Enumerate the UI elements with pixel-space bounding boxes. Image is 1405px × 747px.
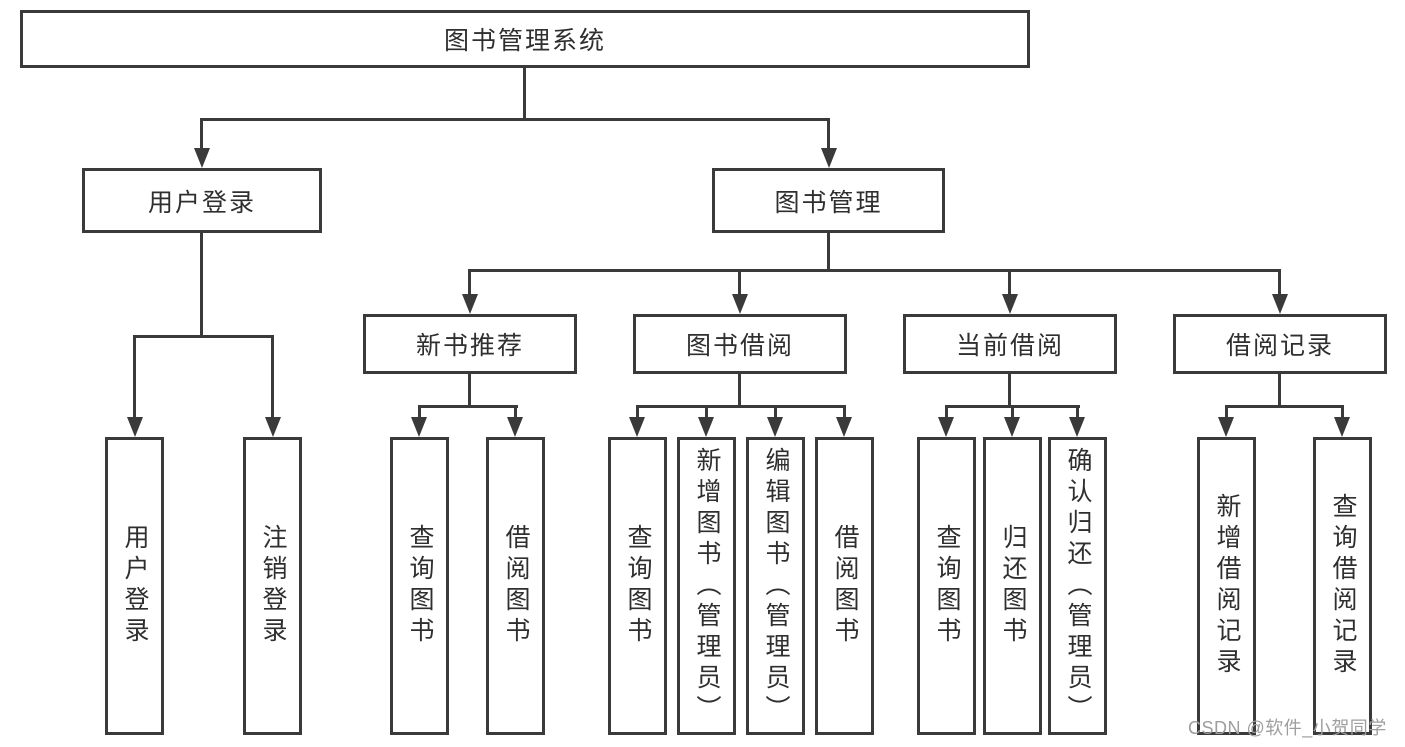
arrow-down-icon [507, 417, 523, 437]
connector-line [200, 118, 203, 150]
connector-line [1225, 405, 1344, 408]
connector-line [1278, 374, 1281, 408]
connector-line [774, 405, 777, 419]
leaf-query-books-borrow-label: 查询图书 [624, 524, 652, 648]
arrow-down-icon [411, 417, 427, 437]
connector-line [1341, 405, 1344, 419]
arrow-down-icon [732, 294, 748, 314]
arrow-down-icon [938, 417, 954, 437]
connector-line [523, 68, 526, 121]
leaf-borrow-books-recommend-label: 借阅图书 [502, 524, 530, 648]
connector-line [738, 269, 741, 296]
connector-line [827, 118, 830, 150]
connector-line [1225, 405, 1228, 419]
connector-line [705, 405, 708, 419]
arrow-down-icon [698, 417, 714, 437]
arrow-down-icon [1272, 294, 1288, 314]
node-user-login: 用户登录 [82, 168, 322, 233]
leaf-add-borrow-record-label: 新增借阅记录 [1213, 493, 1241, 679]
node-book-borrow: 图书借阅 [633, 314, 847, 374]
connector-line [1011, 405, 1014, 419]
connector-line [1278, 269, 1281, 296]
connector-line [200, 233, 203, 337]
leaf-borrow-books-recommend: 借阅图书 [486, 437, 545, 735]
arrow-down-icon [629, 417, 645, 437]
connector-line [827, 233, 830, 271]
leaf-confirm-return-admin-label: 确认归还（管理员） [1064, 446, 1092, 726]
connector-line [468, 374, 471, 408]
leaf-logout: 注销登录 [243, 437, 302, 735]
arrow-down-icon [767, 417, 783, 437]
node-new-book-recommend: 新书推荐 [363, 314, 577, 374]
arrow-down-icon [462, 294, 478, 314]
arrow-down-icon [127, 417, 143, 437]
node-user-login-label: 用户登录 [147, 188, 256, 217]
connector-line [468, 269, 471, 296]
node-book-management-label: 图书管理 [774, 188, 883, 217]
leaf-add-borrow-record: 新增借阅记录 [1197, 437, 1256, 735]
connector-line [418, 405, 421, 419]
leaf-user-login-label: 用户登录 [121, 524, 149, 648]
watermark: CSDN @软件_小贺同学 [1188, 714, 1387, 740]
node-borrow-records: 借阅记录 [1173, 314, 1387, 374]
node-borrow-records-label: 借阅记录 [1225, 332, 1334, 360]
connector-line [945, 405, 948, 419]
leaf-borrow-books: 借阅图书 [815, 437, 874, 735]
arrow-down-icon [1069, 417, 1085, 437]
leaf-return-book: 归还图书 [983, 437, 1042, 735]
connector-line [636, 405, 846, 408]
leaf-query-borrow-record: 查询借阅记录 [1313, 437, 1372, 735]
connector-line [133, 335, 274, 338]
node-root-label: 图书管理系统 [443, 27, 606, 55]
arrow-down-icon [265, 417, 281, 437]
arrow-down-icon [1002, 294, 1018, 314]
leaf-edit-book-admin-label: 编辑图书（管理员） [762, 446, 790, 726]
connector-line [514, 405, 517, 419]
connector-line [133, 335, 136, 419]
leaf-query-books-borrow: 查询图书 [608, 437, 667, 735]
arrow-down-icon [1334, 417, 1350, 437]
leaf-confirm-return-admin: 确认归还（管理员） [1048, 437, 1107, 735]
arrow-down-icon [1218, 417, 1234, 437]
connector-line [200, 118, 830, 121]
leaf-query-books-recommend-label: 查询图书 [406, 524, 434, 648]
node-current-borrow-label: 当前借阅 [955, 332, 1064, 360]
arrow-down-icon [194, 148, 210, 168]
leaf-add-book-admin: 新增图书（管理员） [677, 437, 736, 735]
connector-line [271, 335, 274, 419]
leaf-add-book-admin-label: 新增图书（管理员） [693, 446, 721, 726]
node-book-borrow-label: 图书借阅 [685, 332, 794, 360]
leaf-query-books-recommend: 查询图书 [390, 437, 449, 735]
leaf-query-books-current: 查询图书 [917, 437, 976, 735]
connector-line [1076, 405, 1079, 419]
connector-line [738, 374, 741, 408]
arrow-down-icon [1004, 417, 1020, 437]
node-root: 图书管理系统 [20, 10, 1030, 68]
leaf-borrow-books-label: 借阅图书 [831, 524, 859, 648]
leaf-edit-book-admin: 编辑图书（管理员） [746, 437, 805, 735]
node-new-book-recommend-label: 新书推荐 [415, 332, 524, 360]
leaf-query-books-current-label: 查询图书 [933, 524, 961, 648]
connector-line [1008, 374, 1011, 408]
arrow-down-icon [821, 148, 837, 168]
connector-line [1008, 269, 1011, 296]
watermark-text: CSDN @软件_小贺同学 [1188, 718, 1387, 738]
leaf-query-borrow-record-label: 查询借阅记录 [1329, 493, 1357, 679]
leaf-user-login: 用户登录 [105, 437, 164, 735]
connector-line [468, 269, 1281, 272]
connector-line [418, 405, 518, 408]
connector-line [843, 405, 846, 419]
leaf-return-book-label: 归还图书 [999, 524, 1027, 648]
node-current-borrow: 当前借阅 [903, 314, 1117, 374]
node-book-management: 图书管理 [712, 168, 945, 233]
leaf-logout-label: 注销登录 [259, 524, 287, 648]
connector-line [636, 405, 639, 419]
arrow-down-icon [836, 417, 852, 437]
